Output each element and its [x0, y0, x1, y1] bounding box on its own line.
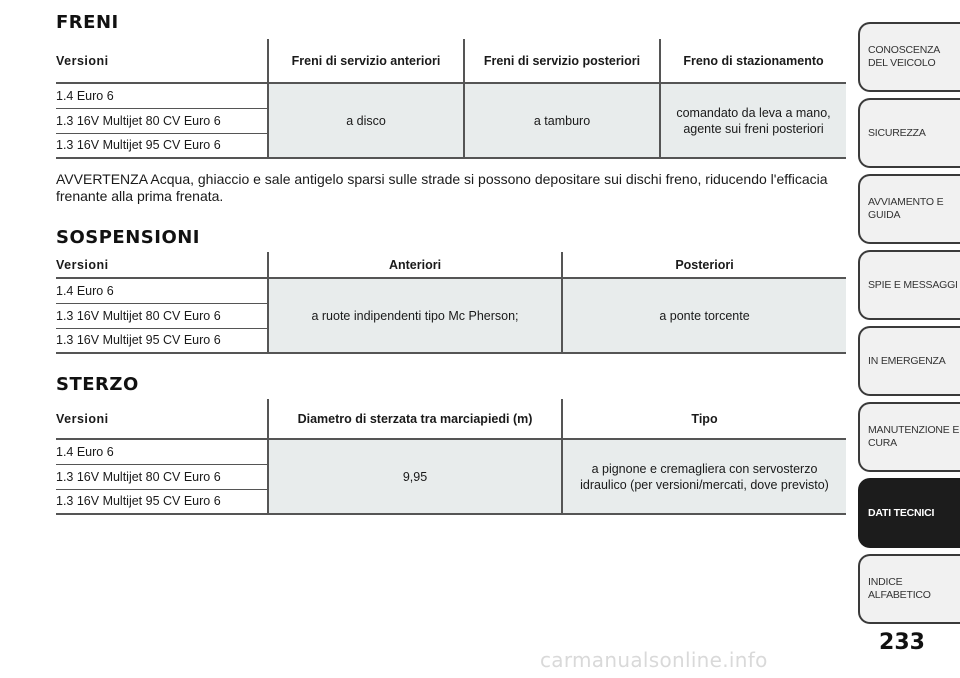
- table-row: 1.3 16V Multijet 80 CV Euro 6: [56, 108, 846, 134]
- column-header: Freni di servizio anteriori: [267, 39, 464, 83]
- column-header: Posteriori: [561, 252, 846, 278]
- table-row: 1.3 16V Multijet 80 CV Euro 6: [56, 303, 846, 329]
- table-row: 1.3 16V Multijet 95 CV Euro 6: [56, 133, 846, 159]
- tab-dati-tecnici[interactable]: DATI TECNICI: [858, 478, 960, 548]
- section-title-freni: FRENI: [56, 12, 119, 33]
- table-row: 1.3 16V Multijet 80 CV Euro 6: [56, 464, 846, 490]
- table-row: 1.3 16V Multijet 95 CV Euro 6: [56, 328, 846, 354]
- tab-avviamento-e-guida[interactable]: AVVIAMENTO E GUIDA: [858, 174, 960, 244]
- brakes-table: Versioni Freni di servizio anteriori Fre…: [56, 39, 846, 159]
- column-header: Freni di servizio posteriori: [463, 39, 660, 83]
- version-cell: 1.3 16V Multijet 80 CV Euro 6: [56, 464, 268, 490]
- version-cell: 1.4 Euro 6: [56, 439, 268, 465]
- tab-in-emergenza[interactable]: IN EMERGENZA: [858, 326, 960, 396]
- value-cell: a tamburo: [463, 83, 660, 159]
- value-cell: a pignone e cremagliera con servosterzo …: [561, 439, 846, 515]
- section-title-sospensioni: SOSPENSIONI: [56, 227, 201, 248]
- chapter-tabs: CONOSCENZA DEL VEICOLO SICUREZZA AVVIAME…: [858, 22, 960, 630]
- column-header: Diametro di sterzata tra marciapiedi (m): [267, 399, 562, 439]
- watermark: carmanualsonline.info: [540, 648, 768, 672]
- version-cell: 1.4 Euro 6: [56, 278, 268, 304]
- version-cell: 1.3 16V Multijet 95 CV Euro 6: [56, 489, 268, 515]
- table-row: 1.4 Euro 6 9,95 a pignone e cremagliera …: [56, 439, 846, 515]
- version-cell: 1.3 16V Multijet 95 CV Euro 6: [56, 328, 268, 354]
- table-row: 1.3 16V Multijet 95 CV Euro 6: [56, 489, 846, 515]
- section-title-sterzo: STERZO: [56, 374, 139, 395]
- suspension-table: Versioni Anteriori Posteriori 1.4 Euro 6…: [56, 252, 846, 354]
- table-row: 1.4 Euro 6 a disco a tamburo comandato d…: [56, 83, 846, 159]
- version-cell: 1.4 Euro 6: [56, 83, 268, 109]
- page-number: 233: [879, 630, 925, 655]
- tab-indice-alfabetico[interactable]: INDICE ALFABETICO: [858, 554, 960, 624]
- value-cell: a ponte torcente: [561, 278, 846, 354]
- column-header: Versioni: [56, 53, 109, 68]
- column-header: Freno di stazionamento: [659, 39, 846, 83]
- column-header: Versioni: [56, 411, 109, 426]
- column-header: Tipo: [561, 399, 846, 439]
- page-content: FRENI Versioni Freni di servizio anterio…: [56, 12, 846, 515]
- column-header: Versioni: [56, 257, 109, 272]
- column-header: Anteriori: [267, 252, 562, 278]
- steering-table: Versioni Diametro di sterzata tra marcia…: [56, 399, 846, 515]
- tab-sicurezza[interactable]: SICUREZZA: [858, 98, 960, 168]
- tab-manutenzione-e-cura[interactable]: MANUTENZIONE E CURA: [858, 402, 960, 472]
- version-cell: 1.3 16V Multijet 95 CV Euro 6: [56, 133, 268, 159]
- version-cell: 1.3 16V Multijet 80 CV Euro 6: [56, 303, 268, 329]
- value-cell: a disco: [267, 83, 464, 159]
- value-cell: comandato da leva a mano, agente sui fre…: [659, 83, 846, 159]
- value-cell: a ruote indipendenti tipo Mc Pherson;: [267, 278, 562, 354]
- value-cell: 9,95: [267, 439, 562, 515]
- warning-note: AVVERTENZA Acqua, ghiaccio e sale antige…: [56, 171, 828, 204]
- tab-spie-e-messaggi[interactable]: SPIE E MESSAGGI: [858, 250, 960, 320]
- tab-conoscenza-del-veicolo[interactable]: CONOSCENZA DEL VEICOLO: [858, 22, 960, 92]
- version-cell: 1.3 16V Multijet 80 CV Euro 6: [56, 108, 268, 134]
- table-row: 1.4 Euro 6 a ruote indipendenti tipo Mc …: [56, 278, 846, 354]
